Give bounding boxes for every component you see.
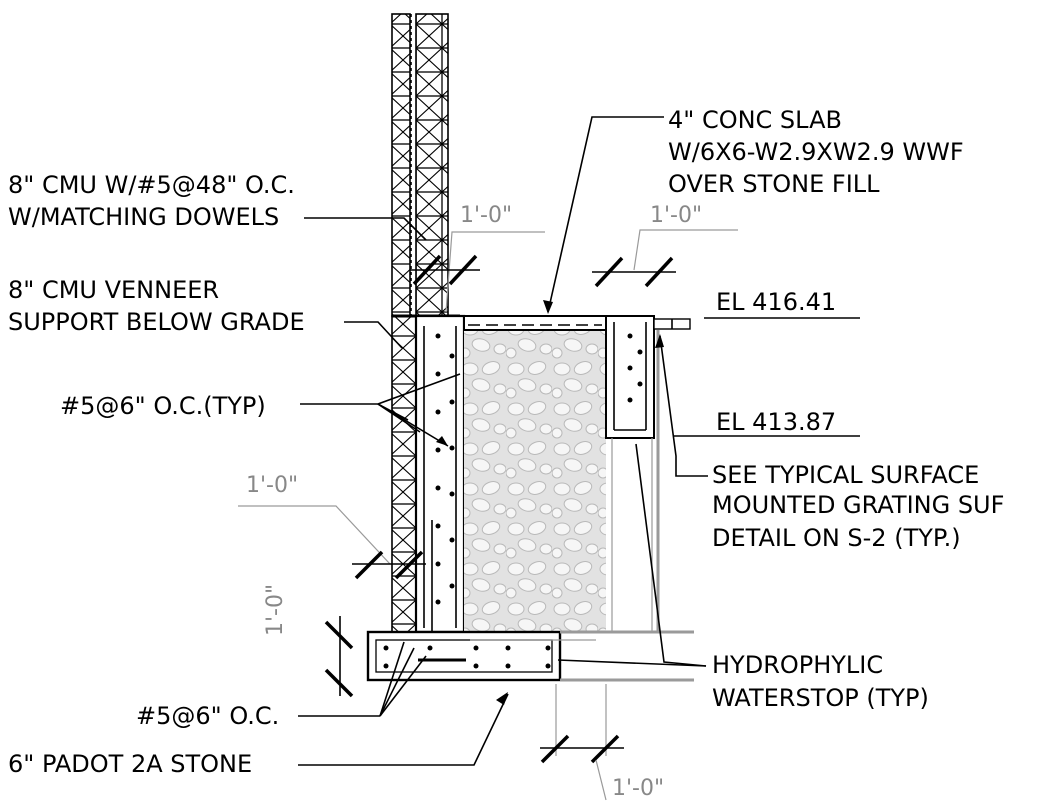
- note-waterstop: HYDROPHYLIC WATERSTOP (TYP): [557, 443, 929, 712]
- note-grating: SEE TYPICAL SURFACE MOUNTED GRATING SUF …: [655, 334, 1004, 552]
- note-stone: 6" PADOT 2A STONE: [8, 692, 509, 778]
- note-cmu-line1: 8" CMU W/#5@48" O.C.: [8, 171, 295, 199]
- note-rebar-footing: #5@6" O.C.: [136, 641, 427, 730]
- note-grating-line3: DETAIL ON S-2 (TYP.): [712, 524, 961, 552]
- dimension-wall-lap: 1'-0": [238, 473, 426, 580]
- note-rebar-footing-label: #5@6" O.C.: [136, 702, 279, 730]
- dimension-footing-vertical-label: 1'-0": [263, 584, 288, 636]
- rebar-dots: [383, 333, 643, 669]
- elevation-top: EL 416.41: [704, 288, 860, 319]
- dimension-slab-edge-label: 1'-0": [650, 203, 702, 228]
- note-slab-line3: OVER STONE FILL: [668, 170, 880, 198]
- note-slab-line2: W/6X6-W2.9XW2.9 WWF: [668, 138, 964, 166]
- dimension-dowel-top-label: 1'-0": [460, 203, 512, 228]
- note-rebar-wall: #5@6" O.C.(TYP): [60, 373, 461, 447]
- note-slab: 4" CONC SLAB W/6X6-W2.9XW2.9 WWF OVER ST…: [543, 106, 964, 314]
- note-grating-line2: MOUNTED GRATING SUF: [712, 491, 1004, 519]
- footing: [366, 630, 694, 682]
- note-waterstop-line2: WATERSTOP (TYP): [712, 684, 929, 712]
- dimension-slab-edge: 1'-0": [592, 203, 738, 288]
- dimension-dowel-top: 1'-0": [410, 203, 545, 313]
- dimension-footing-bottom-label: 1'-0": [612, 776, 664, 801]
- note-cmu-line2: W/MATCHING DOWELS: [8, 203, 279, 231]
- elevation-bottom-label: EL 413.87: [716, 408, 836, 436]
- dimension-footing-bottom: 1'-0": [540, 684, 664, 801]
- foundation-wall: [414, 314, 466, 665]
- note-cmu-wall: 8" CMU W/#5@48" O.C. W/MATCHING DOWELS: [8, 171, 427, 241]
- concrete-slab: [463, 315, 607, 331]
- elevation-top-label: EL 416.41: [716, 288, 836, 316]
- dimension-wall-lap-label: 1'-0": [246, 473, 298, 498]
- note-veneer-line2: SUPPORT BELOW GRADE: [8, 308, 305, 336]
- note-slab-line1: 4" CONC SLAB: [668, 106, 842, 134]
- note-waterstop-line1: HYDROPHYLIC: [712, 651, 883, 679]
- stone-fill: [464, 330, 606, 632]
- grating-pit: [605, 315, 691, 632]
- note-veneer: 8" CMU VENNEER SUPPORT BELOW GRADE: [8, 276, 403, 349]
- note-grating-line1: SEE TYPICAL SURFACE: [712, 461, 979, 489]
- note-veneer-line1: 8" CMU VENNEER: [8, 276, 219, 304]
- dimension-footing-vertical: 1'-0": [263, 584, 354, 698]
- note-rebar-wall-label: #5@6" O.C.(TYP): [60, 392, 266, 420]
- note-stone-label: 6" PADOT 2A STONE: [8, 750, 252, 778]
- cmu-veneer-below: [391, 315, 417, 633]
- elevation-bottom: EL 413.87: [674, 408, 860, 437]
- cmu-wall-above: [391, 13, 460, 318]
